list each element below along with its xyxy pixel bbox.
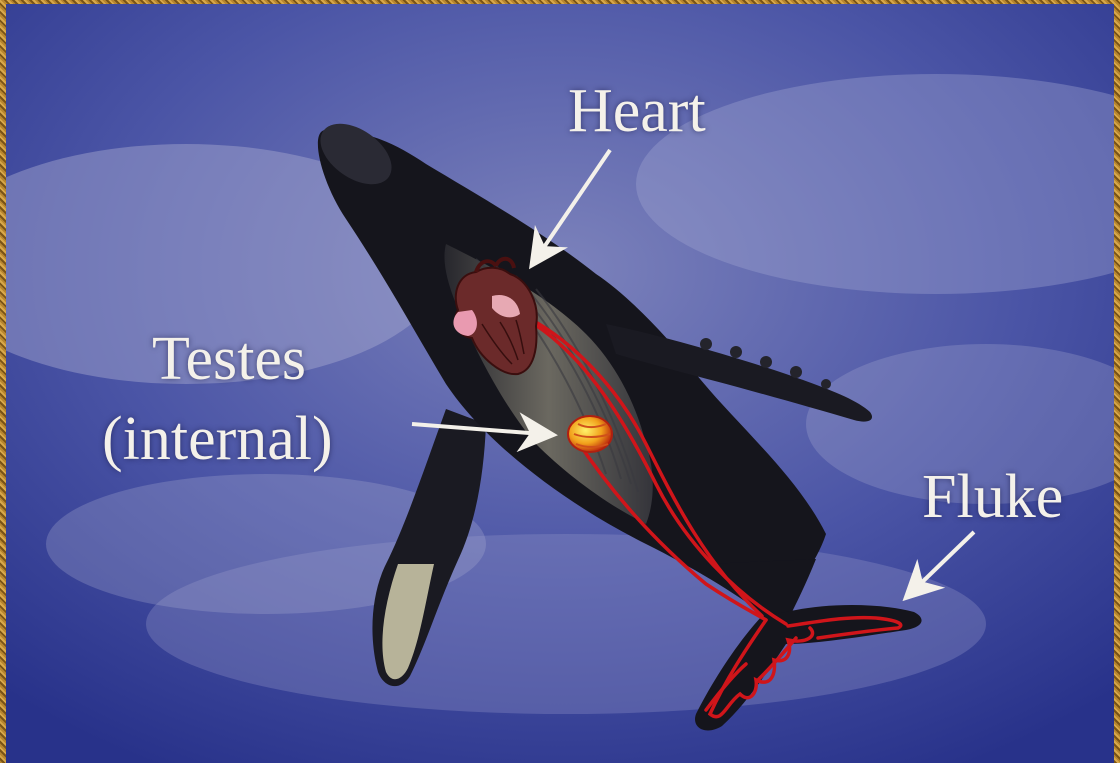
heart-label: Heart — [568, 80, 706, 142]
testes-internal-label: (internal) — [102, 408, 333, 470]
testes-icon — [568, 416, 612, 452]
whale-diagram: Heart Testes (internal) Fluke — [6, 4, 1114, 763]
testes-label: Testes — [152, 328, 306, 390]
fluke-label: Fluke — [922, 466, 1063, 528]
